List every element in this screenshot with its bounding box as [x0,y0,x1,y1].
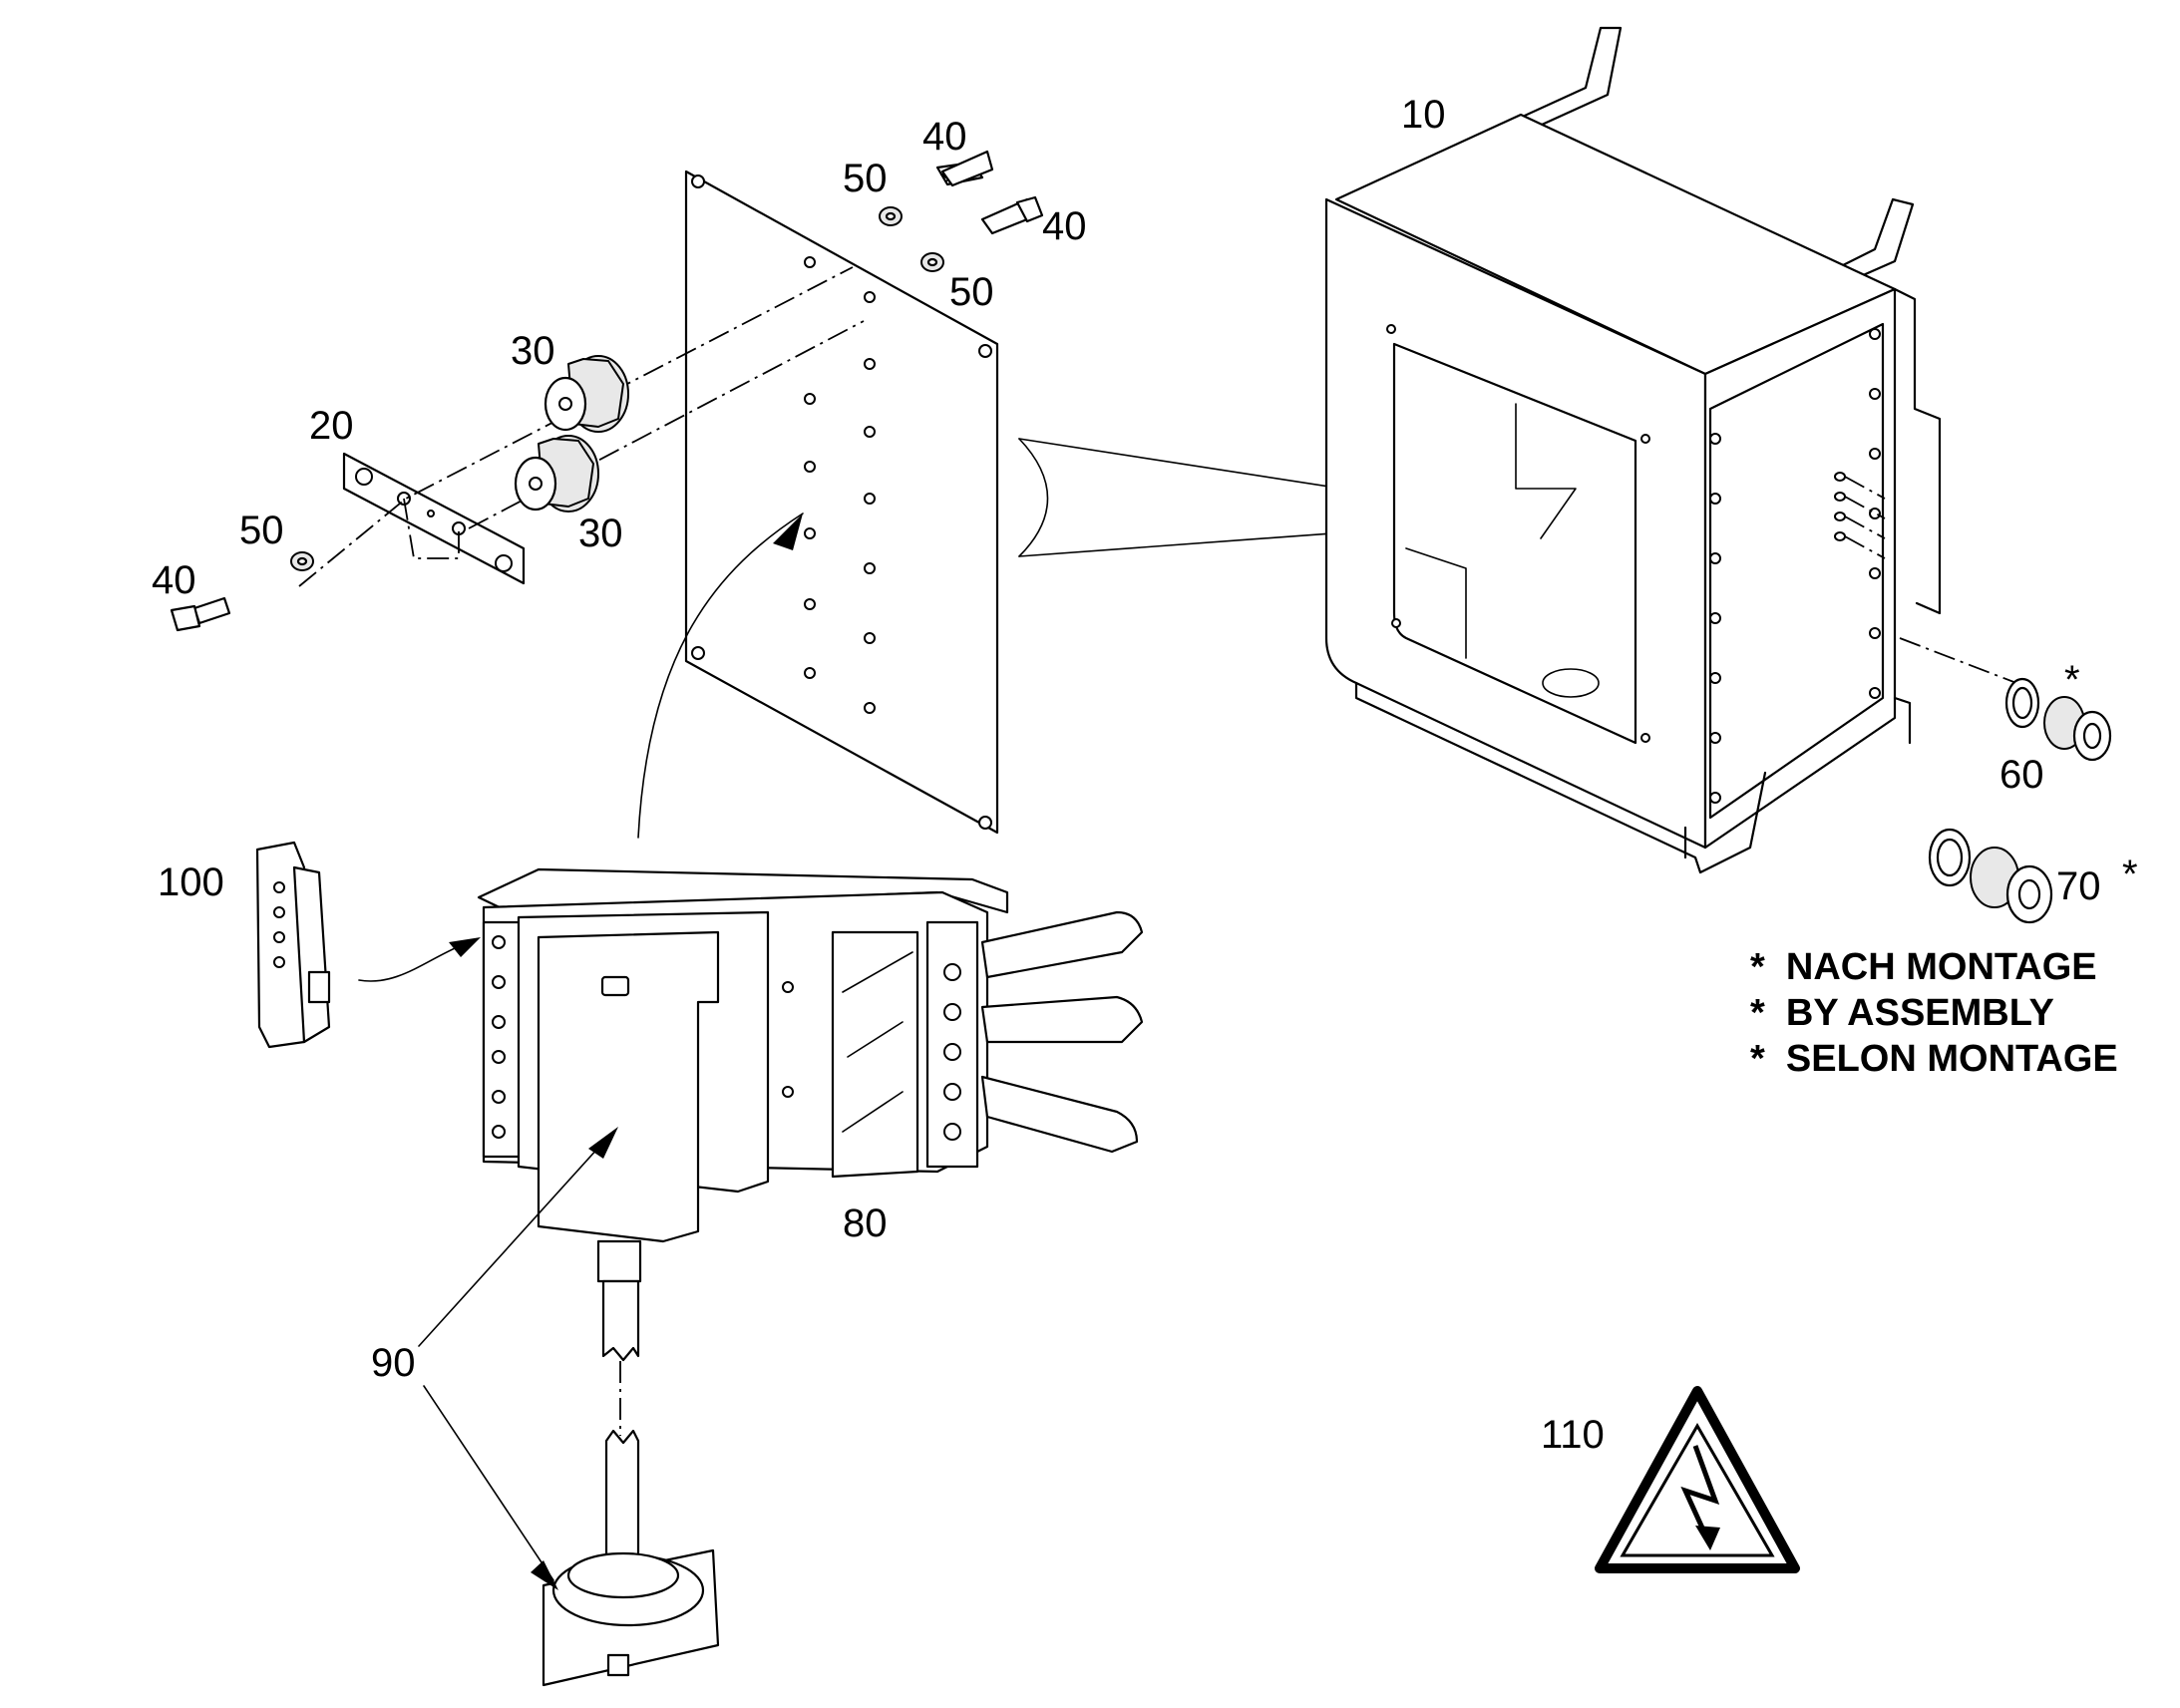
bolt-top-right [980,195,1044,235]
cable-gland-70 [1928,828,2053,924]
label-30-lower: 30 [578,512,623,555]
note-line-en: * BY ASSEMBLY [1750,992,2054,1034]
label-110: 110 [1541,1413,1605,1457]
label-70-asterisk: * [2122,853,2138,896]
bolts-and-washers [170,150,1044,632]
label-50-top: 50 [843,157,888,200]
note-line-fr: * SELON MONTAGE [1750,1038,2118,1080]
label-100: 100 [158,860,224,904]
cable-gland-60 [2004,677,2112,762]
bolt-top-left [935,150,994,187]
damper-upper [544,355,629,433]
enclosure-bolts [1386,324,1881,804]
enclosure-entry-holes [1834,472,2030,689]
label-40-right: 40 [1042,204,1087,248]
breaker-terminals-left [492,935,506,1139]
note-line-de: * NACH MONTAGE [1750,946,2097,988]
enclosure [1324,26,2030,874]
label-40-top: 40 [922,115,967,159]
label-90: 90 [371,1341,416,1385]
label-10: 10 [1401,93,1446,137]
bolt-bottom-left [170,596,231,632]
label-40-left: 40 [152,558,196,602]
breaker-terminals-right [943,963,961,1141]
label-50-left: 50 [239,509,284,552]
assembly-notes: * NACH MONTAGE * BY ASSEMBLY * SELON MON… [1750,946,2118,1080]
label-20: 20 [309,404,354,448]
label-70: 70 [2056,864,2101,908]
label-50-right: 50 [949,270,994,314]
auxiliary-switch [255,841,331,1049]
label-80: 80 [843,1201,888,1245]
label-60: 60 [1999,753,2044,797]
label-30-upper: 30 [511,329,555,373]
mounting-plate-holes [691,174,992,830]
bracket-assembly [298,266,865,587]
high-voltage-warning-icon [1595,1386,1800,1573]
label-60-asterisk: * [2064,658,2080,702]
damper-lower [514,435,599,512]
